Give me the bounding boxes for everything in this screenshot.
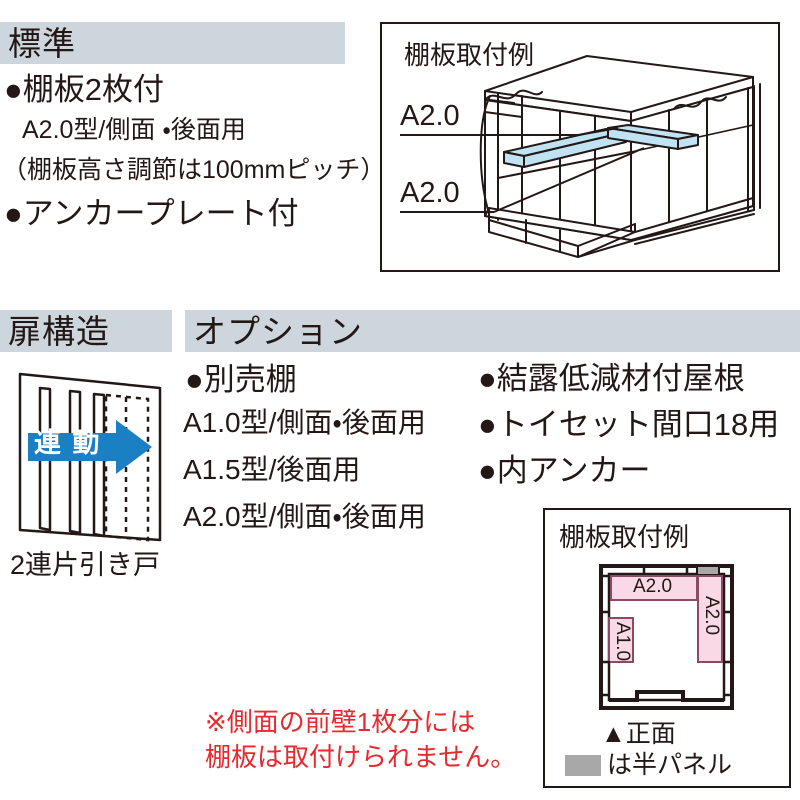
warning-note: ※側面の前壁1枚分には 棚板は取付けられません。 xyxy=(205,707,517,773)
plan-label-shelf-top: A2.0 xyxy=(633,576,673,597)
interlock-arrow: 連 動 xyxy=(28,420,152,474)
section-header-standard: 標準 xyxy=(0,22,345,64)
option-col1-item-2: A1.0型/側面・後面用 xyxy=(183,407,426,438)
door-structure-diagram: 連 動 xyxy=(8,364,183,554)
option-col1-item-3: A1.5型/後面用 xyxy=(183,454,361,485)
iso-label-a20-upper: A2.0 xyxy=(400,100,460,132)
section-header-door-structure: 扉構造 xyxy=(0,310,172,352)
plan-label-shelf-right: A2.0 xyxy=(701,596,722,636)
standard-header-label: 標準 xyxy=(8,24,76,62)
shed-floor-plan xyxy=(599,564,734,710)
floor-plan-diagram: 棚板取付例 xyxy=(543,508,791,788)
half-panel-swatch xyxy=(565,755,601,776)
interlock-arrow-label: 連 動 xyxy=(34,428,102,458)
option-col1-item-4: A2.0型/側面・後面用 xyxy=(183,501,426,532)
option-col1-item-1: ●別売棚 xyxy=(185,362,297,397)
plan-diagram-title: 棚板取付例 xyxy=(559,522,690,552)
standard-line-3: （棚板高さ調節は100mmピッチ） xyxy=(2,156,386,184)
option-col2-item-3: ●内アンカー xyxy=(478,453,651,488)
door-structure-header-label: 扉構造 xyxy=(8,312,110,350)
arrow-right-icon xyxy=(28,420,152,474)
isometric-shelf-diagram: 棚板取付例 xyxy=(380,22,780,272)
iso-shed-drawing xyxy=(400,55,761,258)
standard-line-4: ●アンカープレート付 xyxy=(4,196,299,231)
plan-drawing: A2.0 A2.0 A1.0 xyxy=(597,562,742,712)
plan-front-marker: ▲正面 xyxy=(601,720,676,748)
sliding-door-drawing xyxy=(18,372,162,542)
iso-label-a20-lower: A2.0 xyxy=(400,177,460,209)
door-structure-caption: 2連片引き戸 xyxy=(10,550,161,580)
standard-line-1: ●棚板2枚付 xyxy=(4,72,164,107)
option-col2-item-1: ●結露低減材付屋根 xyxy=(478,361,745,396)
section-header-option: オプション xyxy=(185,310,800,352)
standard-line-2: A2.0型/側面 ・後面用 xyxy=(22,116,246,144)
iso-diagram-title: 棚板取付例 xyxy=(404,40,535,70)
plan-label-shelf-left: A1.0 xyxy=(612,622,633,662)
plan-legend-text: は半パネル xyxy=(607,751,733,779)
option-header-label: オプション xyxy=(193,312,363,350)
option-col2-item-2: ●トイセット間口18用 xyxy=(478,407,780,442)
